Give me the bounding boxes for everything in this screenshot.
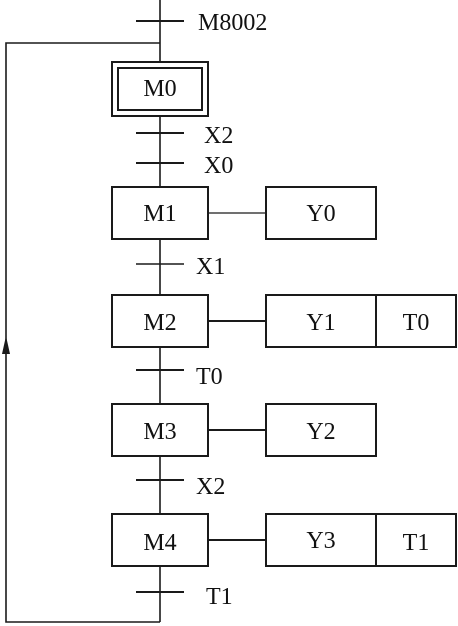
action-label: Y3 [306, 528, 335, 554]
action-label: Y0 [306, 201, 335, 227]
initial-transition: M8002 [136, 10, 267, 36]
step-m3: M3 Y2 [111, 403, 377, 457]
transition-t0: T0 [136, 364, 223, 390]
action-label: T0 [403, 310, 430, 336]
action-box [265, 403, 377, 457]
step-m2: M2 Y1 T0 [111, 294, 457, 348]
step-m1: M1 Y0 [111, 186, 377, 240]
transition-x1: X1 [136, 254, 225, 280]
step-box [111, 186, 209, 240]
step-label: M1 [143, 201, 176, 227]
transition-label: X1 [196, 254, 225, 280]
action-box [375, 294, 457, 348]
loop-back-line [5, 42, 160, 623]
action-label: Y2 [306, 419, 335, 445]
step-m0: M0 [111, 61, 209, 117]
action-label: Y1 [306, 310, 335, 336]
loop-back-arrow-icon [2, 336, 10, 354]
step-label: M4 [143, 530, 176, 556]
action-box [265, 186, 377, 240]
transition-x2-b: X2 [136, 474, 225, 500]
transition-label: T0 [196, 364, 223, 390]
step-label: M0 [143, 76, 176, 102]
step-label: M2 [143, 310, 176, 336]
action-box [265, 513, 377, 567]
action-box [375, 513, 457, 567]
transition-label: M8002 [198, 10, 267, 36]
step-m4: M4 Y3 T1 [111, 513, 457, 567]
transition-label: X2 [204, 123, 233, 149]
action-label: T1 [403, 530, 430, 556]
transition-label: X2 [196, 474, 225, 500]
transition-label: T1 [206, 584, 233, 610]
step-box-inner [117, 67, 203, 111]
transition-t1: T1 [136, 584, 233, 610]
transition-label: X0 [204, 153, 233, 179]
transition-x2-a: X2 [136, 123, 233, 149]
transition-x0: X0 [136, 153, 233, 179]
action-box [265, 294, 377, 348]
step-box [111, 294, 209, 348]
step-label: M3 [143, 419, 176, 445]
